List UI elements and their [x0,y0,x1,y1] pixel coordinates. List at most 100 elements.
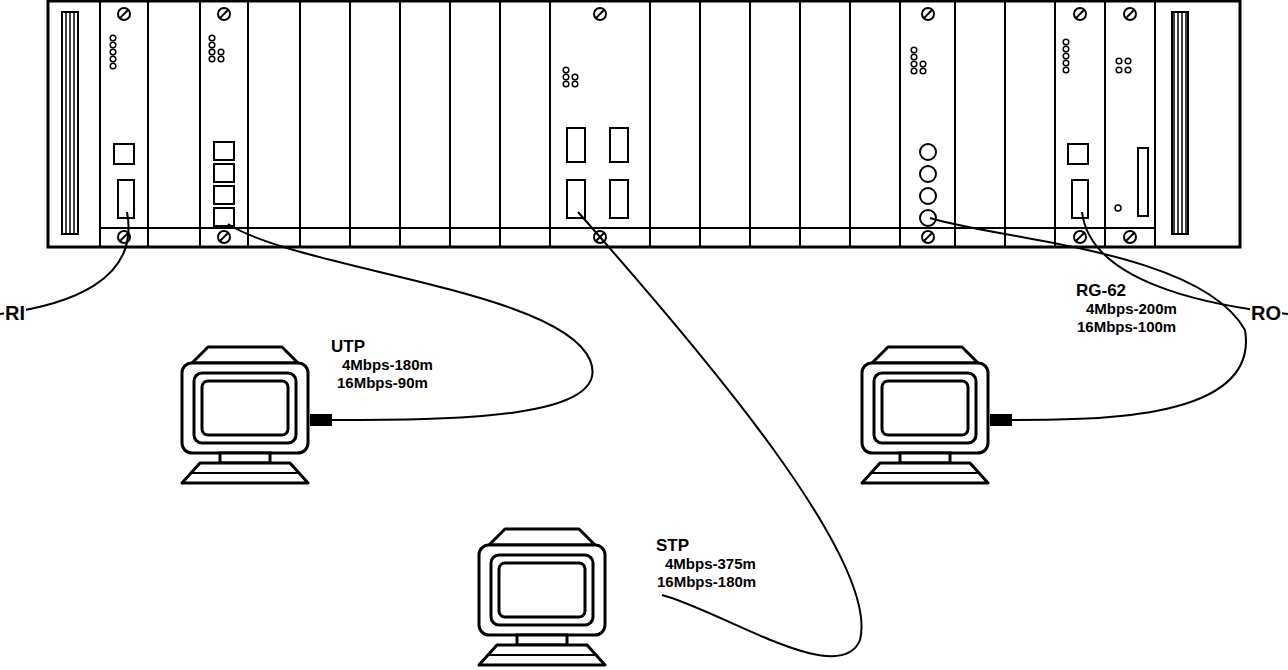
slot-divider [299,1,301,247]
cable-spec-label: 4Mbps-180m [341,357,434,374]
status-led [911,47,917,53]
status-led [209,56,215,62]
panel-screw [1074,8,1086,20]
status-led [572,74,578,80]
slot-divider [1104,1,1106,247]
bnc-socket [920,210,936,226]
port-socket [214,186,234,204]
port-socket [610,128,628,162]
rack-modules [110,8,1148,243]
panel-screw [218,231,230,243]
status-led [1063,60,1069,66]
status-led [110,42,116,48]
cable-spec-label: 16Mbps-90m [336,375,429,392]
cables [0,212,1288,656]
bnc-socket [920,188,936,204]
status-led [110,35,116,41]
slot-divider [449,1,451,247]
cable-spec-label: 16Mbps-100m [1076,319,1177,336]
slot-divider [147,1,149,247]
bnc-socket [920,144,936,160]
port-socket [214,164,234,182]
ring-in-label: RI [4,302,26,324]
panel-screw [218,8,230,20]
slot-divider [499,1,501,247]
indicator-lamp [1115,205,1121,211]
status-led [920,61,926,67]
cable-type-label: UTP [330,338,366,357]
port-socket [118,180,134,218]
slot-divider [749,1,751,247]
status-led [110,56,116,62]
status-led [911,68,917,74]
status-led [218,49,224,55]
port-socket [214,142,234,160]
status-led [218,56,224,62]
status-led [1116,58,1122,64]
status-led [920,68,926,74]
status-led [1063,39,1069,45]
cable-spec-label: 4Mbps-375m [664,556,757,573]
cable-type-label: RG-62 [1075,282,1127,301]
slot-divider [349,1,351,247]
port-socket [1072,180,1088,218]
slot-divider [649,1,651,247]
cable-spec-label: 4Mbps-200m [1085,301,1178,318]
port-socket [610,180,628,218]
port-socket [114,144,134,164]
status-led [563,81,569,87]
status-led [1063,67,1069,73]
cable-spec-label: 16Mbps-180m [656,574,757,591]
status-led [209,42,215,48]
status-led [911,54,917,60]
panel-screw [1074,231,1086,243]
status-led [209,35,215,41]
slot-divider [899,1,901,247]
status-led [1125,58,1131,64]
status-led [110,49,116,55]
panel-screw [118,8,130,20]
slot-divider [199,1,201,247]
status-led [572,81,578,87]
status-led [911,61,917,67]
panel-screw [594,8,606,20]
status-led [1116,67,1122,73]
ring-out-label: RO [1250,302,1282,324]
status-led [1063,53,1069,59]
port-socket [567,128,585,162]
port-socket [567,180,585,218]
panel-screw [1124,8,1136,20]
cable-type-label: STP [655,537,690,556]
rack-chassis [48,1,1240,247]
slot-divider [549,1,551,247]
panel-screw [922,8,934,20]
slot-divider [1004,1,1006,247]
status-led [110,63,116,69]
slot-divider [399,1,401,247]
slot-divider [99,1,101,247]
slot-divider [799,1,801,247]
slot-divider [1054,1,1056,247]
port-socket [1138,148,1148,216]
workstation [862,347,1012,483]
panel-screw [1124,231,1136,243]
panel-screw [922,231,934,243]
rack-slots [100,1,1155,247]
slot-divider [1154,1,1156,247]
port-socket [1068,144,1088,164]
slot-divider [954,1,956,247]
status-led [1063,46,1069,52]
slot-divider [247,1,249,247]
status-led [563,67,569,73]
bnc-socket [920,166,936,182]
status-led [209,49,215,55]
port-socket [214,208,234,226]
stp-cable [578,212,862,656]
ring-in-cable [0,212,129,314]
workstation [182,347,332,483]
status-led [563,74,569,80]
workstation [479,529,605,665]
slot-divider [699,1,701,247]
status-led [1125,67,1131,73]
